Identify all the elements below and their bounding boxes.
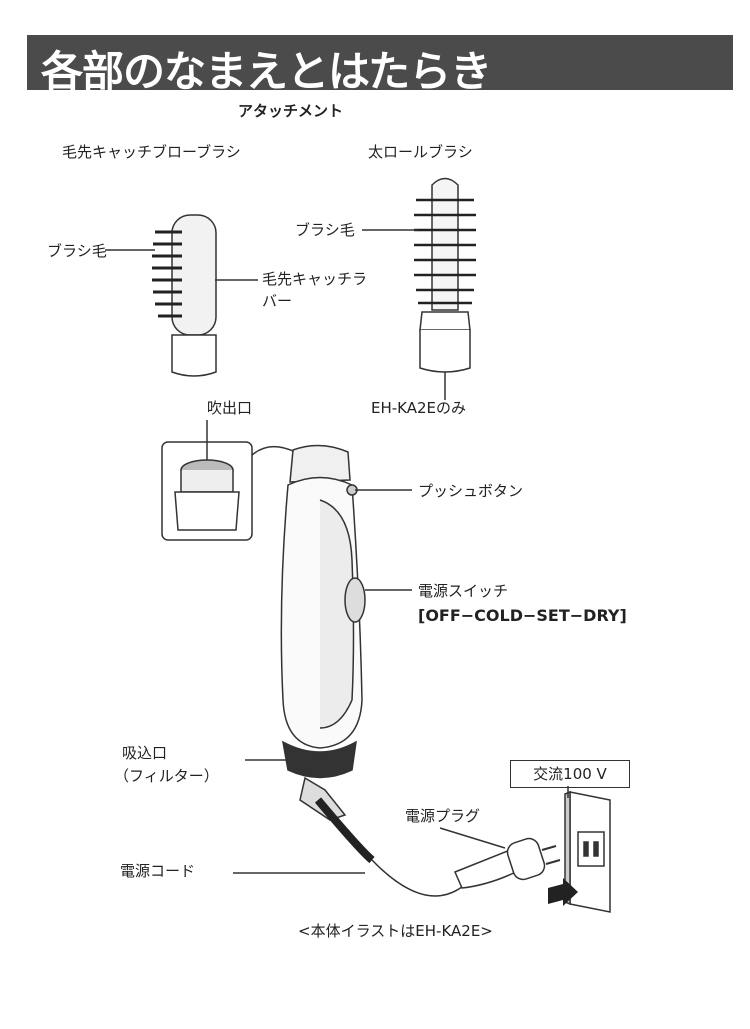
voltage-box: 交流100 V <box>510 760 630 788</box>
title-bar: 各部のなまえとはたらき <box>27 35 733 96</box>
push-button-label: プッシュボタン <box>418 482 524 500</box>
dryer-body <box>233 444 521 897</box>
power-plug-label: 電源プラグ <box>405 807 481 825</box>
outlet-inset <box>161 420 296 541</box>
page-title: 各部のなまえとはたらき <box>41 47 492 96</box>
catcher-label-line1: 毛先キャッチラ <box>262 270 368 288</box>
blow-brush-bristles-label: ブラシ毛 <box>47 242 107 260</box>
attachments-heading: アタッチメント <box>238 102 344 120</box>
model-note-label: EH-KA2Eのみ <box>371 399 467 417</box>
roll-brush-bristles-label: ブラシ毛 <box>295 221 355 239</box>
plug-and-socket <box>439 786 611 913</box>
blow-brush-name: 毛先キャッチブローブラシ <box>62 143 241 161</box>
catcher-label-line2: バー <box>262 292 293 310</box>
roll-brush-illustration <box>362 177 476 400</box>
power-switch-label: 電源スイッチ <box>418 582 509 600</box>
blow-brush-illustration <box>105 214 258 377</box>
illustration-note: <本体イラストはEH-KA2E> <box>298 922 493 940</box>
roll-brush-name: 太ロールブラシ <box>368 143 473 161</box>
power-cord-label: 電源コード <box>120 862 196 880</box>
switch-modes-label: [OFF−COLD−SET−DRY] <box>418 606 627 625</box>
intake-label-line1: 吸込口 <box>122 744 168 762</box>
intake-label-line2: （フィルター） <box>114 767 219 785</box>
outlet-label: 吹出口 <box>207 399 253 417</box>
